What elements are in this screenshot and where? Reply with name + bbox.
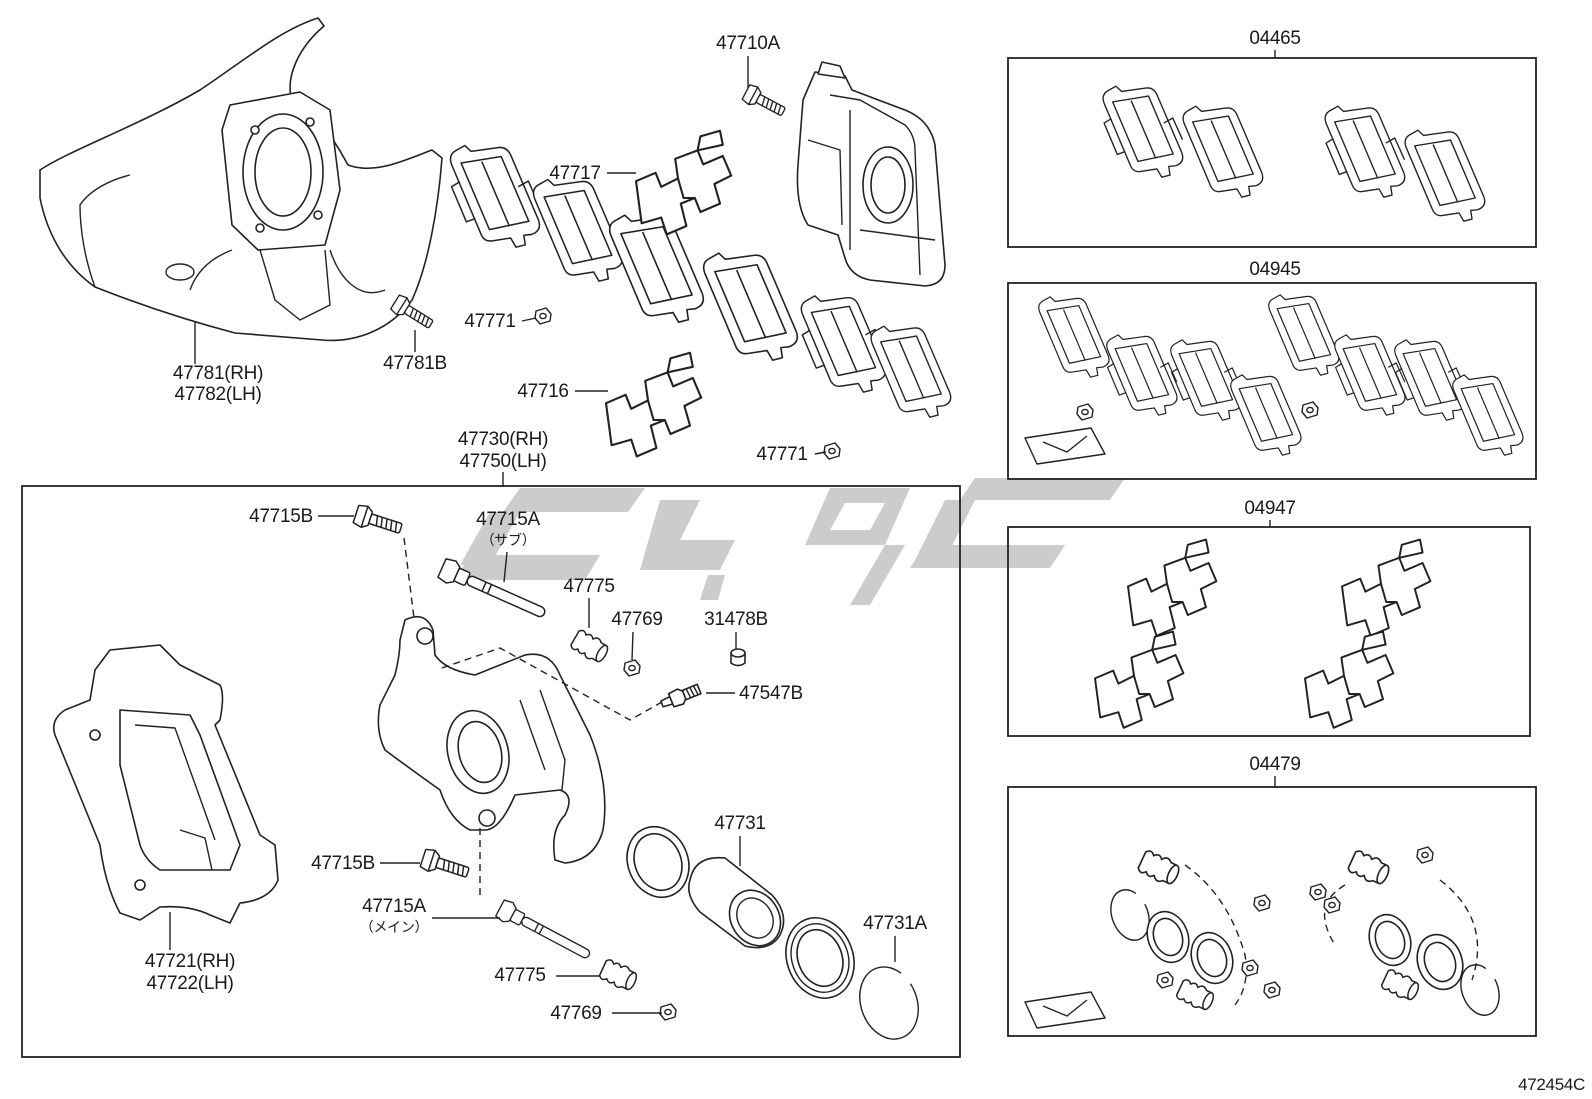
dust-cover-47781 (39, 17, 443, 342)
label-47775-lower[interactable]: 47775 (494, 965, 546, 986)
support-plate-47717 (634, 129, 733, 236)
label-47730-rh[interactable]: 47730(RH) (458, 429, 549, 450)
bleeder-plug-47547b (660, 683, 702, 708)
clip-47771-lower (823, 442, 841, 460)
label-47710a[interactable]: 47710A (716, 33, 781, 54)
boot-47775-upper (568, 627, 612, 667)
drawing-id: 472454C (1518, 1075, 1585, 1094)
caliper-cylinder-body (377, 615, 606, 864)
caliper-bracket-47721 (52, 644, 279, 924)
label-47769-lower[interactable]: 47769 (550, 1003, 602, 1024)
piston-47731 (687, 856, 785, 949)
caliper-assembly-47730 (796, 61, 946, 287)
label-main-note: （メイン） (360, 919, 429, 935)
upper-leader-lines (194, 56, 827, 486)
slide-pin-47715a-main (494, 897, 595, 966)
label-47547b[interactable]: 47547B (739, 683, 803, 704)
label-47781-rh[interactable]: 47781(RH) (173, 363, 264, 384)
kit-label-04947[interactable]: 04947 (1244, 498, 1296, 519)
label-47731a[interactable]: 47731A (863, 913, 928, 934)
main-leader-lines (169, 515, 896, 1014)
label-47750-lh[interactable]: 47750(LH) (459, 451, 546, 472)
bleeder-cap-31478b (730, 648, 746, 667)
label-47715b-lower[interactable]: 47715B (311, 853, 375, 874)
label-47721-rh[interactable]: 47721(RH) (145, 951, 236, 972)
boot-47775-lower (597, 957, 641, 994)
kit-label-04945[interactable]: 04945 (1249, 259, 1301, 280)
set-ring-47731a (859, 966, 919, 1040)
label-47715b-upper[interactable]: 47715B (249, 506, 313, 527)
label-47782-lh[interactable]: 47782(LH) (174, 384, 261, 405)
label-47771-lower[interactable]: 47771 (756, 444, 808, 465)
label-47775-upper[interactable]: 47775 (563, 576, 615, 597)
label-47715a-main[interactable]: 47715A (362, 896, 427, 917)
label-47781b[interactable]: 47781B (383, 353, 447, 374)
label-31478b[interactable]: 31478B (704, 609, 768, 630)
label-47716[interactable]: 47716 (517, 381, 569, 402)
label-47717[interactable]: 47717 (549, 163, 601, 184)
label-47731[interactable]: 47731 (714, 813, 766, 834)
brake-pad-inner (699, 236, 804, 374)
watermark-logo (455, 478, 1125, 605)
kit-04947 (1007, 520, 1531, 737)
label-47715a-sub[interactable]: 47715A (476, 509, 541, 530)
kit-label-04479[interactable]: 04479 (1249, 754, 1301, 775)
kit-04945 (1007, 282, 1537, 480)
kit-04479 (1007, 776, 1537, 1037)
cylinder-boot (785, 917, 855, 999)
bolt-47715b-upper (351, 502, 405, 540)
bolt-47710a (740, 82, 789, 122)
label-47771-upper[interactable]: 47771 (464, 311, 516, 332)
support-plate-47716 (604, 351, 703, 458)
bushing-47769-lower (659, 1003, 677, 1021)
label-47722-lh[interactable]: 47722(LH) (146, 973, 233, 994)
label-47769-upper[interactable]: 47769 (611, 609, 663, 630)
piston-seal (626, 825, 690, 899)
bushing-47769-upper (623, 659, 641, 677)
caliper-components-frame (21, 485, 961, 1058)
clip-47771-upper (534, 307, 552, 325)
bolt-47715b-lower (418, 846, 472, 884)
kit-04465 (1007, 50, 1537, 248)
kit-label-04465[interactable]: 04465 (1249, 28, 1301, 49)
label-sub-note: （サブ） (481, 532, 536, 548)
